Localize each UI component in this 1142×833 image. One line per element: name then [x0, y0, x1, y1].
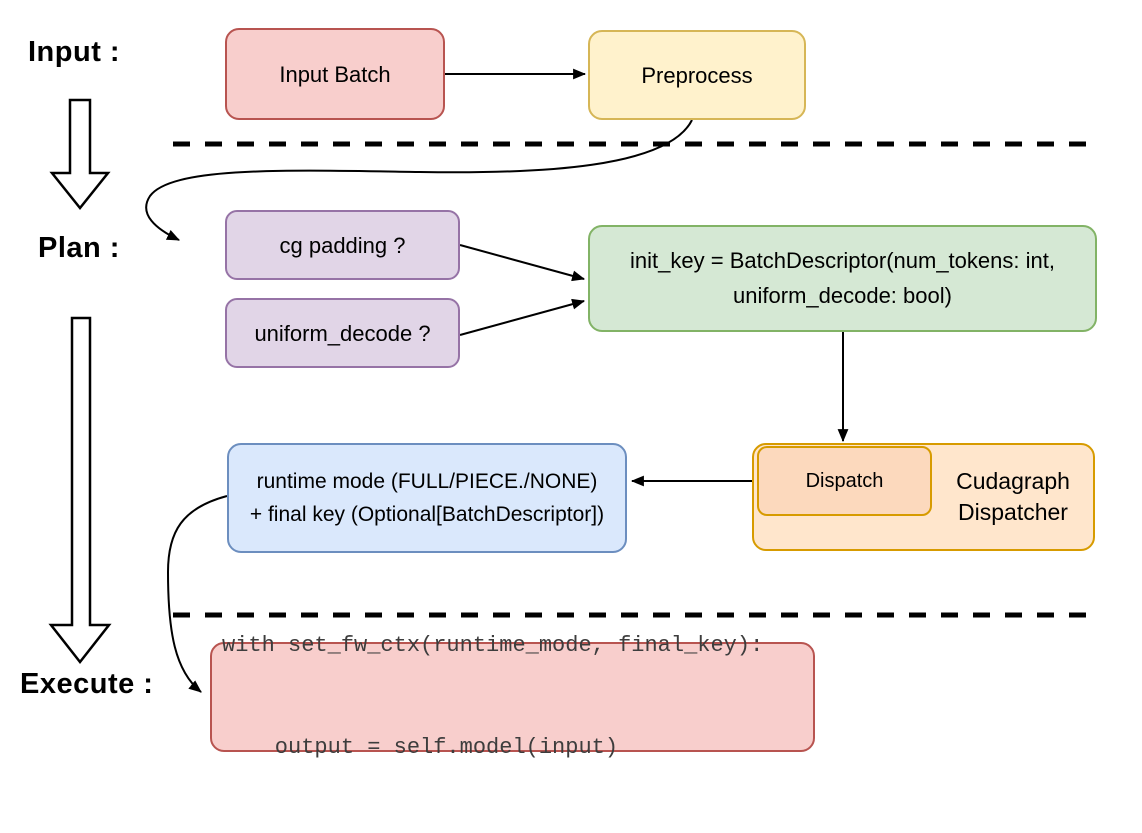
node-init-key-line1: init_key = BatchDescriptor(num_tokens: i… — [630, 248, 1055, 274]
execute-code-line2: output = self.model(input) — [222, 735, 619, 760]
stage-label-execute: Execute : — [20, 668, 154, 700]
stage-label-input: Input : — [28, 36, 121, 68]
stage-down-arrow-input-icon — [49, 98, 111, 211]
node-preprocess: Preprocess — [588, 30, 806, 120]
node-input-batch-label: Input Batch — [279, 61, 391, 87]
node-dispatch: Dispatch — [757, 446, 932, 516]
node-input-batch: Input Batch — [225, 28, 445, 120]
node-init-key-line2: uniform_decode: bool) — [733, 282, 952, 308]
node-init-key: init_key = BatchDescriptor(num_tokens: i… — [588, 225, 1097, 332]
node-execute-code: with set_fw_ctx(runtime_mode, final_key)… — [210, 633, 815, 760]
node-runtime-mode-line2: + final key (Optional[BatchDescriptor]) — [249, 503, 605, 526]
node-uniform-decode-label: uniform_decode ? — [254, 320, 431, 346]
node-runtime-mode-line1: runtime mode (FULL/PIECE./NONE) — [256, 469, 598, 493]
node-dispatch-label: Dispatch — [805, 470, 884, 492]
node-cg-padding: cg padding ? — [225, 210, 460, 280]
node-runtime-mode: runtime mode (FULL/PIECE./NONE) + final … — [227, 443, 627, 553]
stage-label-plan: Plan : — [38, 232, 120, 264]
node-preprocess-label: Preprocess — [641, 62, 753, 88]
connector-cgpadding-to-initkey — [459, 244, 586, 282]
stage-down-arrow-plan-icon — [48, 316, 112, 665]
connector-uniformdecode-to-initkey — [459, 298, 586, 336]
node-uniform-decode: uniform_decode ? — [225, 298, 460, 368]
node-cg-padding-label: cg padding ? — [279, 232, 406, 258]
execute-code-line1: with set_fw_ctx(runtime_mode, final_key)… — [222, 633, 764, 658]
node-cudagraph-dispatcher-label: Cudagraph Dispatcher — [956, 468, 1070, 526]
